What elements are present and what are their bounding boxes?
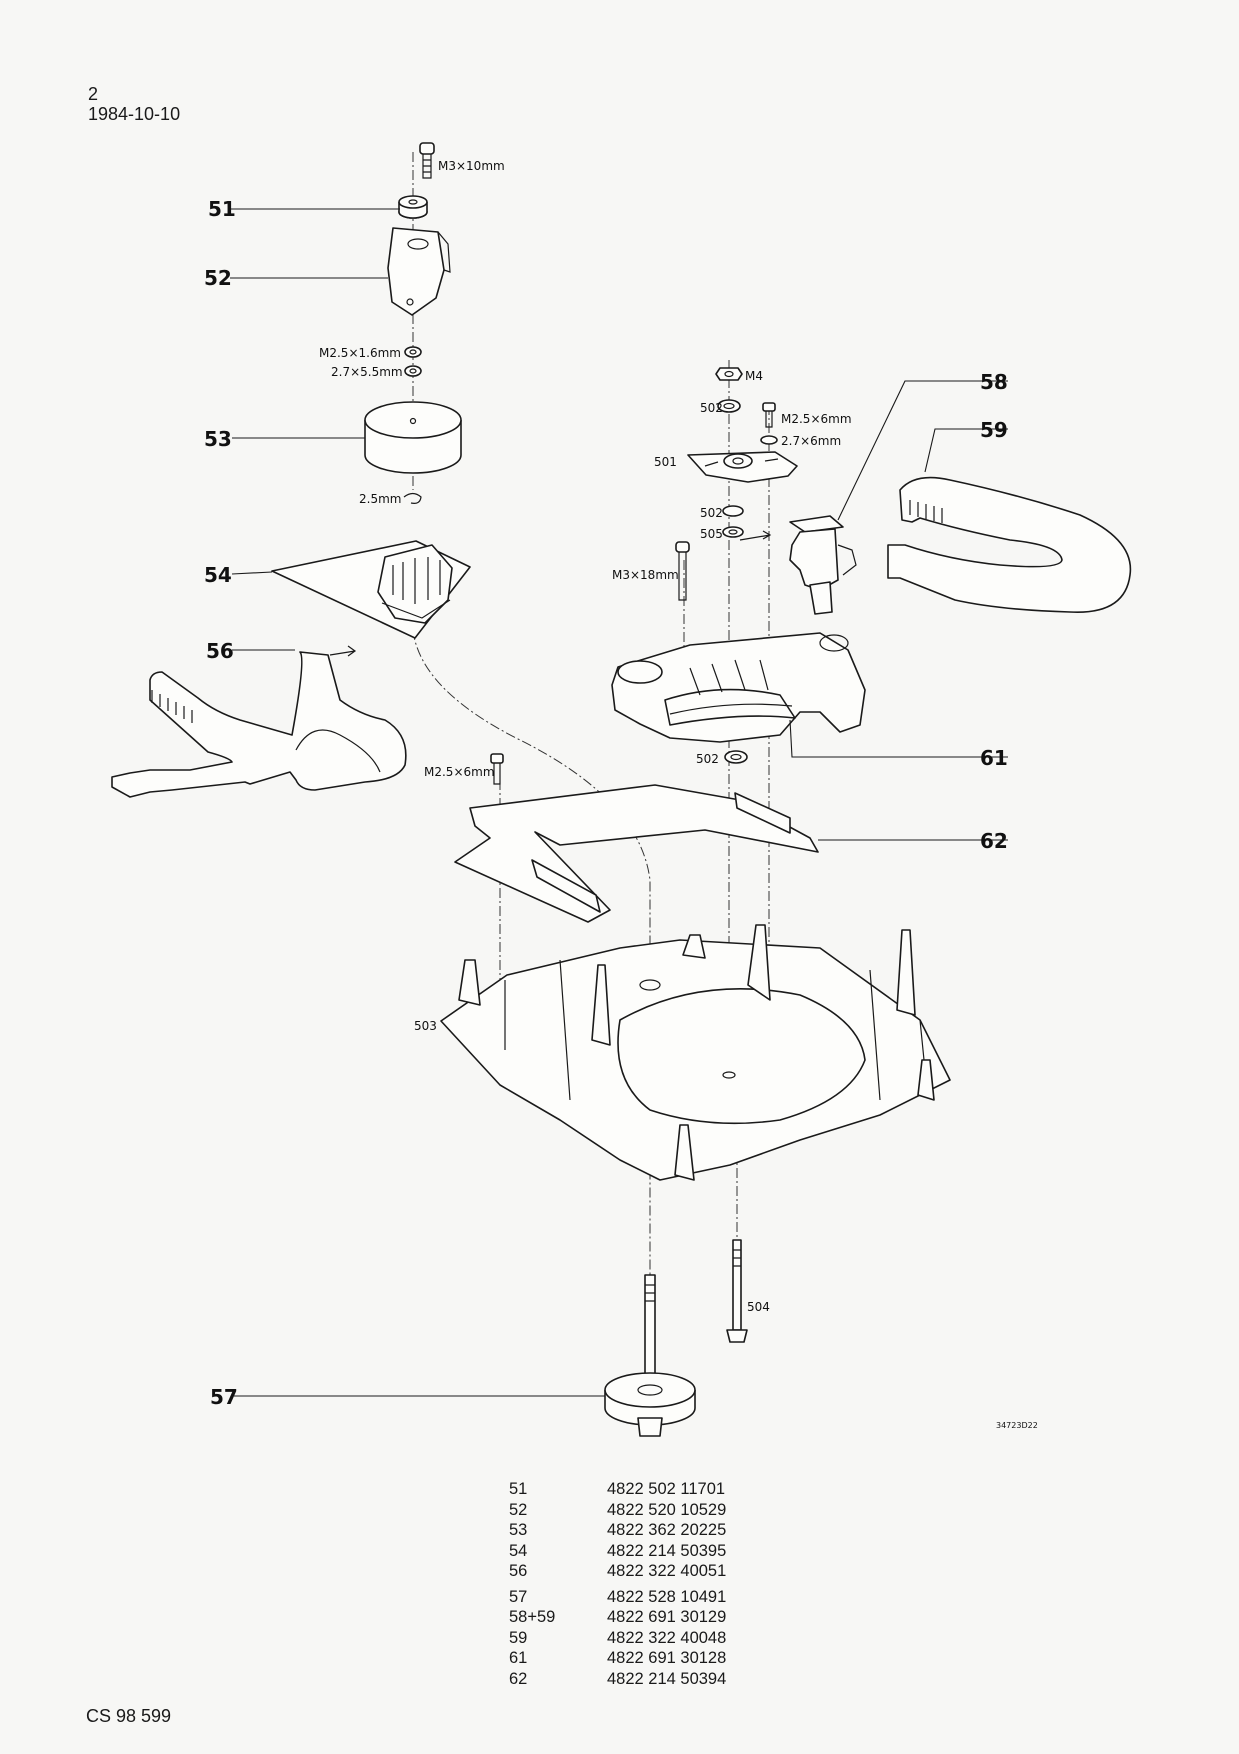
parts-table: 51 4822 502 11701 52 4822 520 10529 53 4822… — [509, 1479, 726, 1689]
label-m3x18: M3×18mm — [612, 568, 679, 582]
callout-53: 53 — [204, 427, 232, 451]
label-27x6: 2.7×6mm — [781, 434, 841, 448]
table-row: 61 4822 691 30128 — [509, 1648, 726, 1669]
exploded-view-diagram: 51 52 53 54 56 57 58 59 61 62 M3×10mm M2… — [111, 142, 1132, 1437]
washer-502-a — [717, 399, 741, 413]
part-58-head — [789, 515, 857, 615]
item-number: 62 — [509, 1669, 528, 1688]
label-m25x6-left: M2.5×6mm — [424, 765, 495, 779]
callout-61: 61 — [980, 746, 1008, 770]
part-54-plate — [271, 540, 471, 639]
label-m25x16: M2.5×1.6mm — [319, 346, 401, 360]
clip-2-5mm — [403, 492, 422, 504]
part-code: 4822 214 50395 — [607, 1541, 727, 1560]
callout-52: 52 — [204, 266, 232, 290]
label-503: 503 — [414, 1019, 437, 1033]
table-row: 57 4822 528 10491 — [509, 1582, 726, 1608]
item-number: 51 — [509, 1480, 528, 1498]
item-number: 52 — [509, 1500, 528, 1519]
label-2-5mm: 2.5mm — [359, 492, 401, 506]
label-501: 501 — [654, 455, 677, 469]
base-frame-503 — [440, 924, 951, 1181]
callout-62: 62 — [980, 829, 1008, 853]
table-row: 59 4822 322 40048 — [509, 1628, 726, 1649]
label-m3x10: M3×10mm — [438, 159, 505, 173]
part-51-nut — [398, 195, 428, 219]
part-code: 4822 691 30129 — [607, 1608, 727, 1626]
part-code: 4822 520 10529 — [607, 1500, 727, 1519]
label-502-c: 502 — [696, 752, 719, 766]
item-number: 54 — [509, 1541, 528, 1560]
label-m4: M4 — [745, 369, 763, 383]
part-62-pcb — [454, 784, 819, 923]
item-number: 57 — [509, 1587, 528, 1606]
part-code: 4822 528 10491 — [607, 1587, 727, 1606]
callout-54: 54 — [204, 563, 232, 587]
washer-stack-left — [404, 346, 422, 377]
part-59-flex-cable — [887, 476, 1132, 613]
label-505: 505 — [700, 527, 723, 541]
callout-57: 57 — [210, 1385, 238, 1409]
callout-58: 58 — [980, 370, 1008, 394]
part-61-main-unit — [611, 632, 866, 743]
document-code: CS 98 599 — [86, 1706, 172, 1726]
screw-m25x6-left — [490, 753, 504, 785]
callout-51: 51 — [208, 197, 236, 221]
page-date: 1984-10-10 — [88, 104, 181, 124]
washer-502-b — [722, 505, 744, 538]
item-number: 53 — [509, 1521, 528, 1539]
screw-m3x10 — [419, 142, 435, 179]
label-m25x6-right: M2.5×6mm — [781, 412, 852, 426]
part-code: 4822 691 30128 — [607, 1649, 727, 1667]
callout-59: 59 — [980, 418, 1008, 442]
part-57-foot — [604, 1274, 696, 1437]
part-52-bracket — [387, 227, 451, 316]
part-code: 4822 362 20225 — [607, 1521, 727, 1539]
table-row: 51 4822 502 11701 — [509, 1479, 726, 1500]
washer-502-c — [724, 750, 748, 764]
part-code: 4822 322 40051 — [607, 1562, 727, 1580]
table-row: 58+59 4822 691 30129 — [509, 1607, 726, 1628]
item-number: 59 — [509, 1628, 528, 1647]
label-504: 504 — [747, 1300, 770, 1314]
part-code: 4822 214 50394 — [607, 1669, 727, 1688]
callout-leaders — [230, 208, 1008, 1397]
part-code: 4822 322 40048 — [607, 1628, 727, 1647]
item-number: 61 — [509, 1649, 528, 1667]
drawing-reference: 34723D22 — [996, 1421, 1038, 1430]
label-502-a: 502 — [700, 401, 723, 415]
table-row: 53 4822 362 20225 — [509, 1520, 726, 1541]
arrow-505 — [739, 530, 772, 541]
arrow-56 — [329, 645, 357, 657]
screw-m3x18 — [675, 541, 690, 601]
table-row: 62 4822 214 50394 — [509, 1669, 726, 1690]
item-number: 56 — [509, 1562, 528, 1580]
part-53-cylinder — [364, 401, 462, 474]
table-row: 54 4822 214 50395 — [509, 1541, 726, 1562]
label-502-b: 502 — [700, 506, 723, 520]
part-501-plate — [687, 451, 798, 483]
nut-m4 — [715, 367, 743, 381]
label-27x55: 2.7×5.5mm — [331, 365, 403, 379]
item-number: 58+59 — [509, 1608, 556, 1626]
part-504-shaft — [726, 1239, 748, 1343]
page-number: 2 — [88, 84, 99, 104]
screw-m25x6-right — [760, 402, 778, 445]
table-row: 56 4822 322 40051 — [509, 1561, 726, 1582]
callout-56: 56 — [206, 639, 234, 663]
table-row: 52 4822 520 10529 — [509, 1500, 726, 1521]
part-code: 4822 502 11701 — [607, 1480, 726, 1498]
part-56-flex-cable — [111, 651, 407, 798]
